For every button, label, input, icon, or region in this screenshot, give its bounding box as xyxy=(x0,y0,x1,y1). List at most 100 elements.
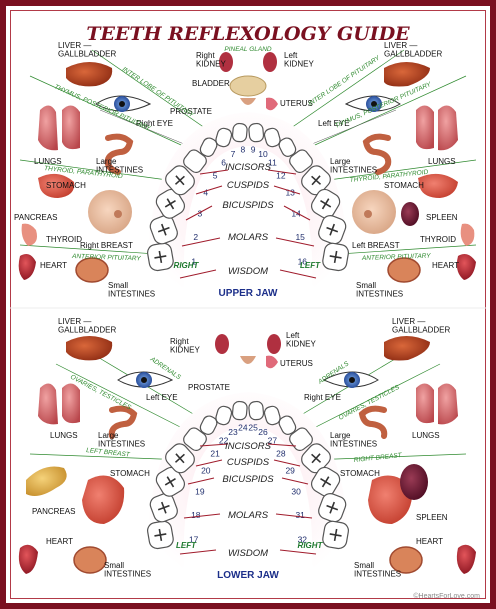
upper-gland-anterior-left: ANTERIOR PITUITARY xyxy=(71,253,141,262)
upper-thyroid-left-icon xyxy=(21,223,37,246)
lower-gland-left-breast: LEFT BREAST xyxy=(86,447,131,459)
upper-connectors xyxy=(99,109,397,149)
lower-jaw-label: LOWER JAW xyxy=(217,570,279,581)
lower-label-lungs-right: LUNGS xyxy=(412,431,440,440)
upper-liver-right-icon xyxy=(384,62,430,87)
tooth-28 xyxy=(289,427,313,452)
lower-label-lungs-left: LUNGS xyxy=(50,431,78,440)
tooth-number-15: 15 xyxy=(295,232,305,242)
lower-organ-labels: LIVER —GALLBLADDER LIVER —GALLBLADDER Ri… xyxy=(32,317,450,578)
tooth-16-groove xyxy=(329,250,342,263)
tooth-14-groove xyxy=(320,198,332,210)
upper-side-right: RIGHT xyxy=(174,261,200,270)
tooth-number-25: 25 xyxy=(248,423,258,433)
upper-lung-right-b-icon xyxy=(438,105,458,151)
upper-stomach-left-icon xyxy=(38,173,75,198)
upper-gland-inter-lobe-left: INTER LOBE OF PITUITARY xyxy=(121,66,195,119)
tooth-18-groove xyxy=(157,501,170,514)
lower-zone-molars: MOLARS xyxy=(228,510,269,521)
tooth-number-21: 21 xyxy=(210,448,220,458)
lower-side-left: LEFT xyxy=(176,541,197,550)
tooth-10 xyxy=(263,127,281,148)
tooth-27 xyxy=(278,415,297,435)
tooth-22 xyxy=(199,415,218,435)
lower-label-stomach-left: STOMACH xyxy=(110,469,150,478)
tooth-number-26: 26 xyxy=(258,427,268,437)
upper-label-spleen: SPLEEN xyxy=(426,213,458,222)
upper-zone-bicuspids: BICUSPIDS xyxy=(222,200,274,211)
upper-large-intestine-right-icon xyxy=(362,133,392,175)
tooth-29-groove xyxy=(311,453,322,464)
tooth-32-groove xyxy=(329,528,342,541)
lower-lung-right-b-icon xyxy=(438,383,458,425)
upper-label-uterus: UTERUS xyxy=(280,99,313,108)
tooth-1-groove xyxy=(154,250,167,263)
upper-stomach-right-icon xyxy=(418,173,458,198)
tooth-26 xyxy=(263,405,281,426)
lower-eye-left-icon xyxy=(117,371,174,388)
upper-zone-molars: MOLARS xyxy=(228,232,269,243)
tooth-21 xyxy=(183,427,207,452)
tooth-number-27: 27 xyxy=(268,436,278,446)
tooth-7 xyxy=(215,127,233,148)
upper-gland-anterior-right: ANTERIOR PITUITARY xyxy=(361,253,431,262)
tooth-11 xyxy=(278,137,297,157)
upper-heart-left-icon xyxy=(18,254,36,280)
tooth-3-groove xyxy=(164,198,176,210)
tooth-number-20: 20 xyxy=(201,466,211,476)
lower-label-stomach-right: STOMACH xyxy=(340,469,380,478)
upper-spleen-icon xyxy=(401,202,419,226)
tooth-number-13: 13 xyxy=(285,188,295,198)
tooth-2-groove xyxy=(157,223,170,236)
upper-lung-right-a-icon xyxy=(416,105,434,150)
lower-small-intestine-right-icon xyxy=(389,546,423,574)
tooth-5 xyxy=(183,149,207,174)
lower-pancreas-icon xyxy=(26,466,67,496)
tooth-number-4: 4 xyxy=(203,188,208,198)
lower-heart-right-icon xyxy=(456,544,476,574)
tooth-12 xyxy=(289,149,313,174)
upper-label-stomach-right: STOMACH xyxy=(384,181,424,190)
upper-label-pineal: PINEAL GLAND xyxy=(224,46,272,53)
tooth-17-groove xyxy=(154,528,167,541)
lower-prostate-icon xyxy=(240,356,256,364)
tooth-number-17: 17 xyxy=(189,534,199,544)
lower-zone-cuspids: CUSPIDS xyxy=(227,457,270,468)
upper-lung-left-b-icon xyxy=(62,105,80,150)
tooth-number-8: 8 xyxy=(241,145,246,155)
tooth-number-32: 32 xyxy=(298,534,308,544)
upper-lung-left-a-icon xyxy=(38,105,58,151)
upper-kidney-left-icon xyxy=(263,52,277,72)
lower-label-right-eye: Right EYE xyxy=(304,393,341,402)
upper-label-thyroid-right: THYROID xyxy=(420,235,456,244)
upper-eye-left-icon xyxy=(95,95,152,112)
upper-breast-right-nipple xyxy=(364,210,372,218)
upper-label-right-breast: Right BREAST xyxy=(80,241,133,250)
tooth-number-5: 5 xyxy=(213,170,218,180)
upper-label-right-eye: Right EYE xyxy=(136,119,173,128)
tooth-number-28: 28 xyxy=(276,448,286,458)
upper-label-lungs-left: LUNGS xyxy=(34,157,62,166)
tooth-number-12: 12 xyxy=(276,170,286,180)
upper-label-left-breast: Left BREAST xyxy=(352,241,400,250)
tooth-number-19: 19 xyxy=(195,487,205,497)
upper-label-heart-right: HEART xyxy=(432,261,459,270)
lower-label-heart-left: HEART xyxy=(46,537,73,546)
upper-label-heart-left: HEART xyxy=(40,261,67,270)
upper-small-intestine-right-icon xyxy=(387,257,421,283)
upper-zone-cuspids: CUSPIDS xyxy=(227,180,270,191)
upper-label-pancreas: PANCREAS xyxy=(14,213,57,222)
upper-breast-left-icon xyxy=(88,190,132,234)
tooth-number-14: 14 xyxy=(291,209,301,219)
lower-kidney-right-icon xyxy=(215,334,229,354)
tooth-number-2: 2 xyxy=(193,232,198,242)
